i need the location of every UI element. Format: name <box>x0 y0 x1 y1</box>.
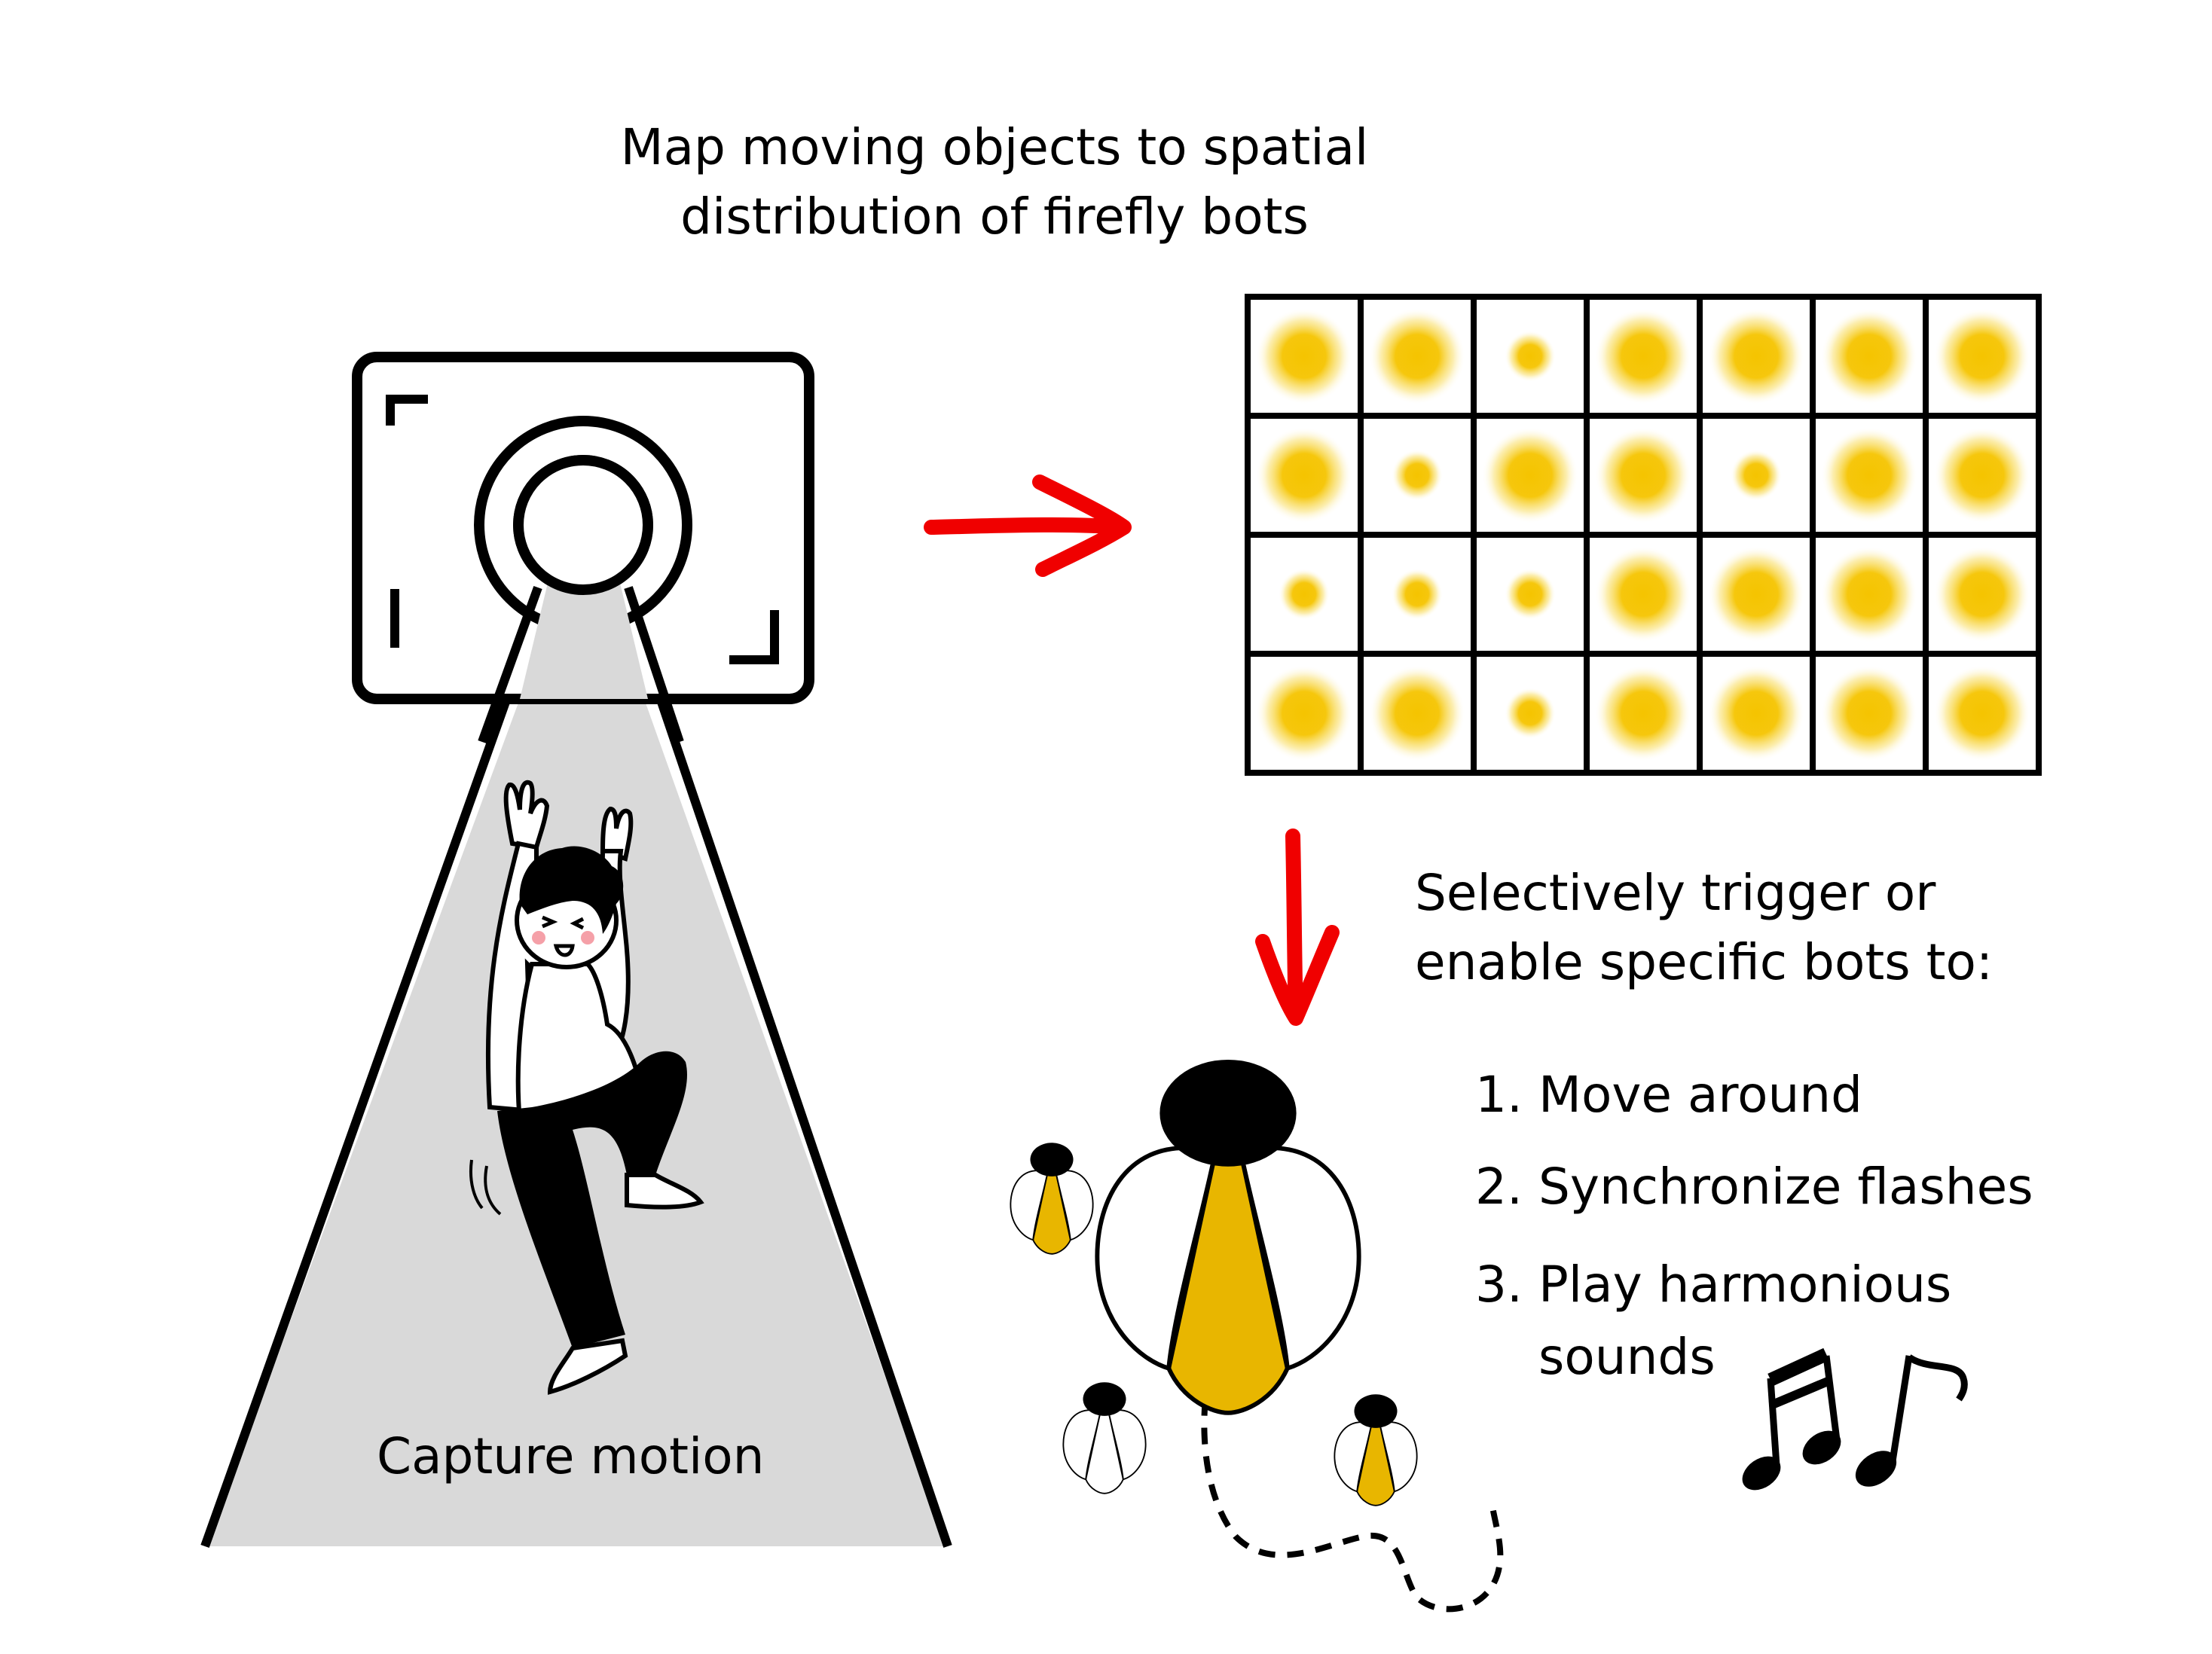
firefly-glow-large <box>1821 546 1917 642</box>
title-line-1: Map moving objects to spatial <box>620 118 1369 176</box>
firefly-glow-small <box>1731 450 1782 501</box>
description-line-2: enable specific bots to: <box>1415 933 1994 992</box>
firefly-glow-large <box>1256 308 1352 404</box>
firefly-glow-large <box>1934 665 2030 761</box>
firefly-glow-small <box>1392 569 1443 620</box>
firefly-icon <box>1095 1059 1361 1415</box>
firefly-glow-large <box>1595 546 1691 642</box>
down-arrow-icon <box>1255 829 1340 1026</box>
firefly-glow-small <box>1505 688 1556 739</box>
beam-edge-right-top <box>624 586 684 743</box>
step-1-number: 1. <box>1475 1066 1523 1124</box>
firefly-glow-large <box>1595 665 1691 761</box>
firefly-glow-large <box>1369 665 1465 761</box>
firefly-glow-small <box>1505 331 1556 382</box>
step-1-label: Move around <box>1538 1066 1863 1124</box>
step-3-label-line-2: sounds <box>1538 1328 1716 1386</box>
firefly-icon <box>1010 1143 1094 1255</box>
firefly-glow-large <box>1595 427 1691 523</box>
firefly-glow-large <box>1256 665 1352 761</box>
step-2-number: 2. <box>1475 1158 1523 1216</box>
firefly-glow-small <box>1392 450 1443 501</box>
firefly-glow-small <box>1505 569 1556 620</box>
dancing-person-illustration <box>469 780 704 1395</box>
step-3-number: 3. <box>1475 1256 1523 1314</box>
step-2-label: Synchronize flashes <box>1538 1158 2033 1216</box>
flight-path <box>1201 1370 1504 1613</box>
beam-edge-left <box>200 566 558 1549</box>
firefly-glow-large <box>1256 427 1352 523</box>
right-arrow-icon <box>924 475 1132 577</box>
step-3-label-line-1: Play harmonious <box>1538 1256 1952 1314</box>
firefly-glow-large <box>1369 308 1465 404</box>
firefly-glow-large <box>1934 308 2030 404</box>
beam-edge-left-top <box>478 585 542 744</box>
firefly-glow-large <box>1934 546 2030 642</box>
firefly-glow-large <box>1708 665 1804 761</box>
firefly-glow-large <box>1821 665 1917 761</box>
firefly-glow-large <box>1821 427 1917 523</box>
firefly-glow-large <box>1821 308 1917 404</box>
description-line-1: Selectively trigger or <box>1415 864 1936 922</box>
firefly-glow-large <box>1708 308 1804 404</box>
capture-caption: Capture motion <box>377 1427 765 1485</box>
firefly-grid <box>1245 294 2042 776</box>
firefly-glow-large <box>1595 308 1691 404</box>
camera-beam-overlap <box>520 580 648 699</box>
description: Selectively trigger or enable specific b… <box>1415 859 1993 998</box>
firefly-glow-large <box>1482 427 1578 523</box>
camera-lens-inner <box>513 455 653 595</box>
firefly-glow-large <box>1708 546 1804 642</box>
firefly-glow-small <box>1279 569 1330 620</box>
firefly-glow-large <box>1934 427 2030 523</box>
firefly-icon <box>1334 1394 1418 1506</box>
music-notes-icon <box>1742 1347 1968 1491</box>
page-title: Map moving objects to spatial distributi… <box>0 113 1989 252</box>
firefly-icon <box>1062 1382 1147 1494</box>
title-line-2: distribution of firefly bots <box>680 188 1309 246</box>
